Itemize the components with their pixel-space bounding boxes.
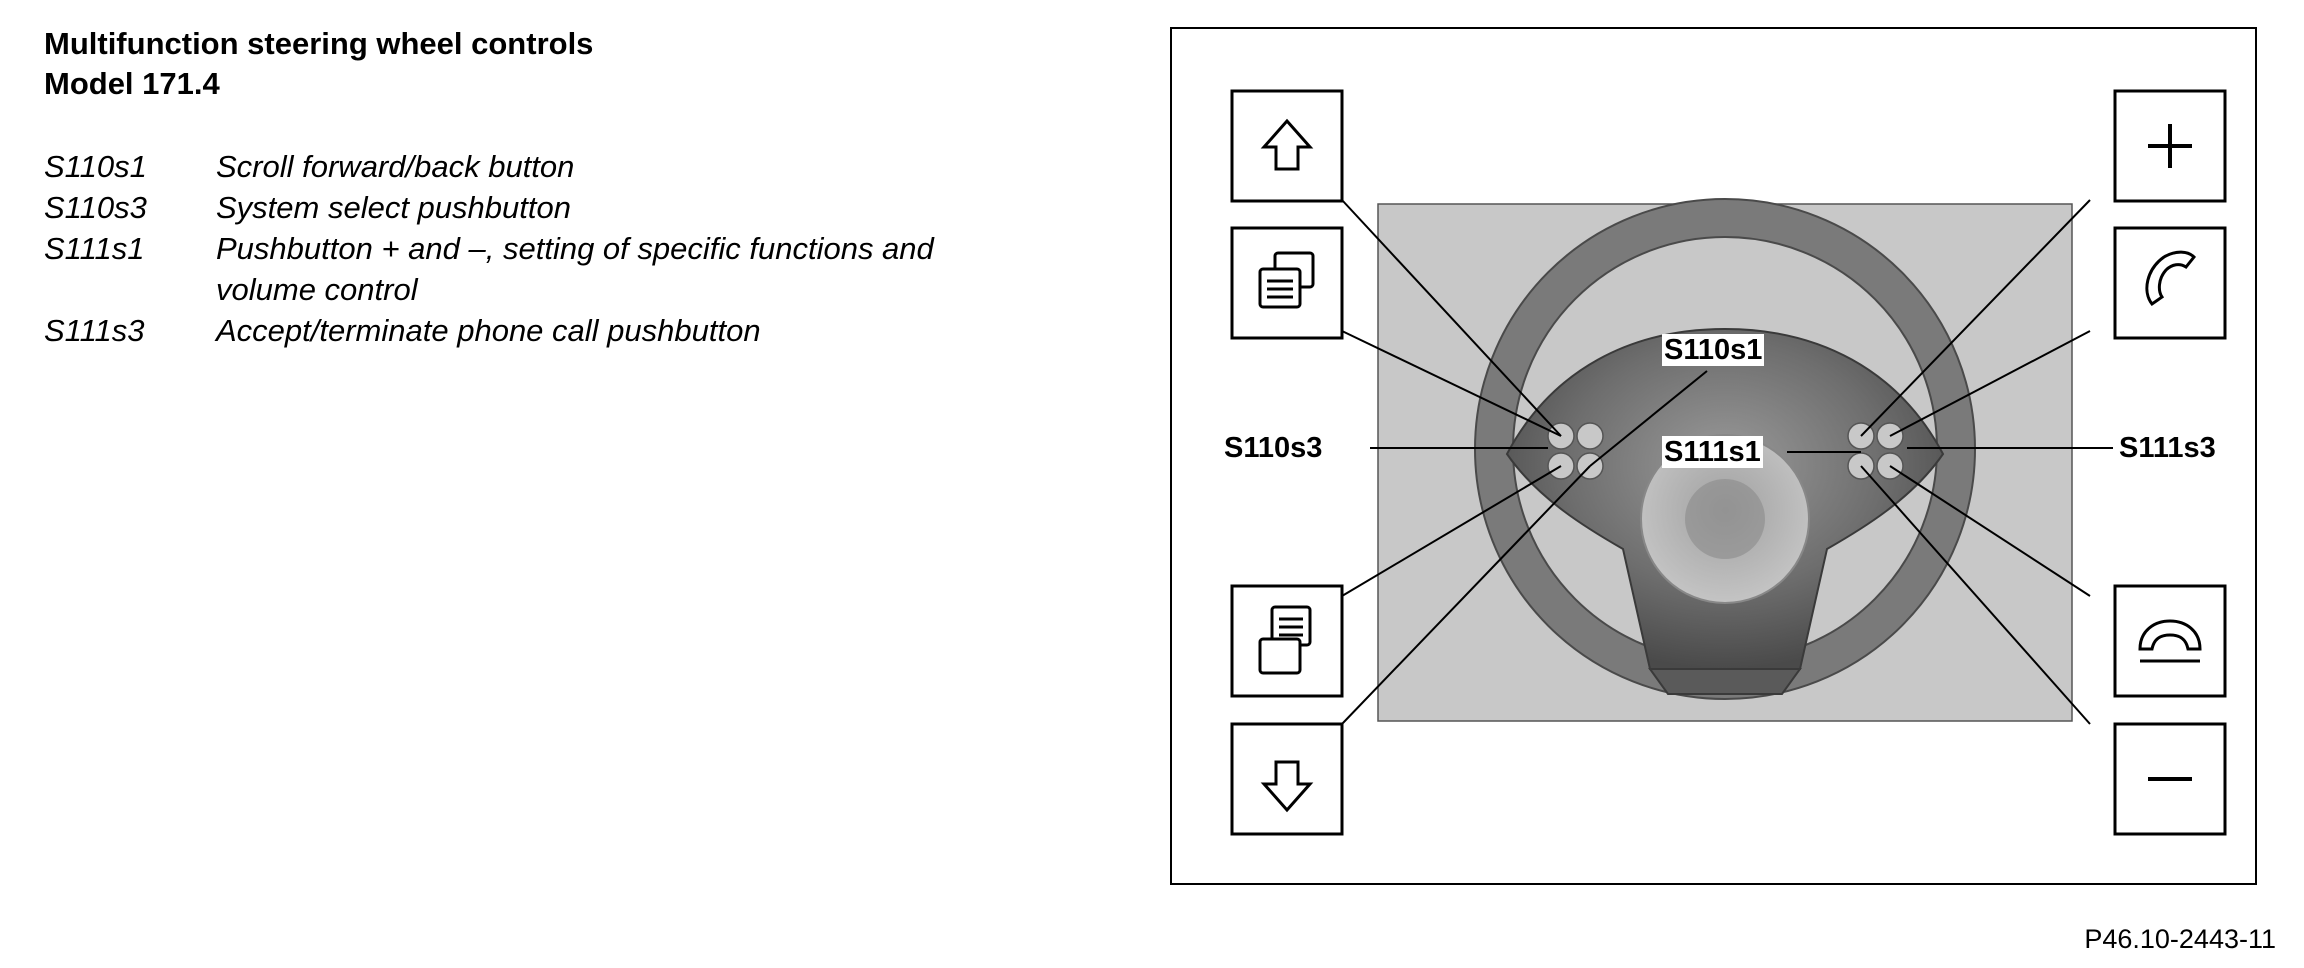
- legend-code: S110s1: [44, 149, 147, 184]
- legend-item: S110s3 System select pushbutton: [44, 187, 1066, 228]
- label-s111s3: S111s3: [2117, 432, 2218, 464]
- legend-item: S111s1 Pushbutton + and –, setting of sp…: [44, 228, 1066, 310]
- phone-accept-icon: [2113, 226, 2227, 340]
- legend-item: S111s3 Accept/terminate phone call pushb…: [44, 310, 1066, 351]
- label-s111s1: S111s1: [1662, 436, 1763, 468]
- legend-description: Scroll forward/back button: [216, 149, 575, 184]
- arrow-down-icon: [1230, 722, 1344, 836]
- legend-code: S111s1: [44, 231, 145, 266]
- minus-icon: [2113, 722, 2227, 836]
- legend-description: Accept/terminate phone call pushbutton: [216, 313, 761, 348]
- label-s110s1: S110s1: [1662, 334, 1765, 366]
- legend-description: System select pushbutton: [216, 190, 571, 225]
- display-back-icon: [1230, 584, 1344, 698]
- legend-code: S111s3: [44, 313, 145, 348]
- steering-wheel-figure: S110s1 S110s3 S111s1 S111s3: [1170, 27, 2257, 885]
- legend-code: S110s3: [44, 190, 147, 225]
- title-line-1: Multifunction steering wheel controls: [44, 26, 594, 61]
- legend-item: S110s1 Scroll forward/back button: [44, 146, 1066, 187]
- display-forward-icon: [1230, 226, 1344, 340]
- arrow-up-icon: [1230, 89, 1344, 203]
- title-line-2: Model 171.4: [44, 66, 220, 101]
- figure-reference-number: P46.10-2443-11: [2084, 924, 2276, 954]
- leader-lines: [1341, 199, 2113, 725]
- legend-description: Pushbutton + and –, setting of specific …: [216, 231, 934, 307]
- label-s110s3: S110s3: [1222, 432, 1325, 464]
- diagram-title: Multifunction steering wheel controls Mo…: [44, 24, 593, 104]
- legend-list: S110s1 Scroll forward/back button S110s3…: [44, 146, 1066, 351]
- phone-end-icon: [2113, 584, 2227, 698]
- steering-wheel-illustration: [1230, 89, 2227, 836]
- plus-icon: [2113, 89, 2227, 203]
